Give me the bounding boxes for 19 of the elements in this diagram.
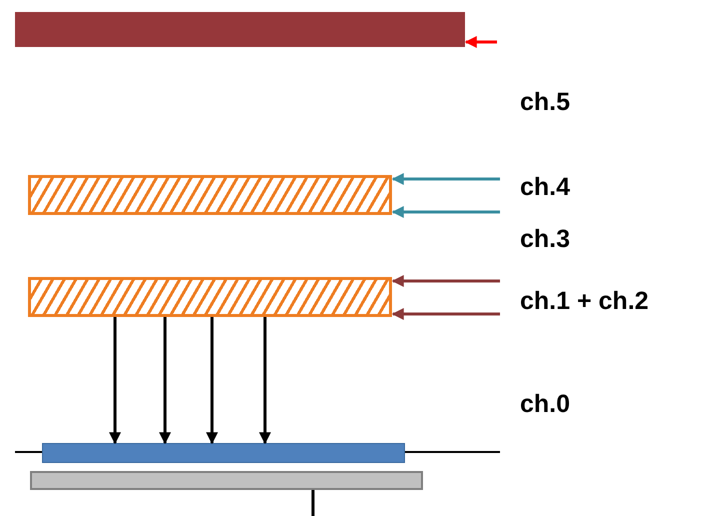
arrow	[159, 317, 171, 444]
arrow	[464, 36, 497, 48]
arrow	[109, 317, 121, 444]
channel-label: ch.0	[520, 390, 570, 419]
arrow	[206, 317, 218, 444]
arrow	[392, 206, 500, 218]
substrate-bar	[42, 443, 405, 463]
channel-label: ch.5	[520, 88, 570, 117]
base-plate-bar	[30, 471, 423, 490]
arrow	[259, 317, 271, 444]
arrow	[392, 275, 500, 287]
channel-label: ch.4	[520, 173, 570, 202]
hatched-layer-bar	[28, 277, 392, 317]
channel-label: ch.3	[520, 225, 570, 254]
hatched-layer-bar	[28, 175, 392, 215]
arrow	[392, 308, 500, 320]
arrow	[392, 173, 500, 185]
channel-label: ch.1 + ch.2	[520, 287, 649, 316]
top-layer-bar	[15, 12, 465, 47]
